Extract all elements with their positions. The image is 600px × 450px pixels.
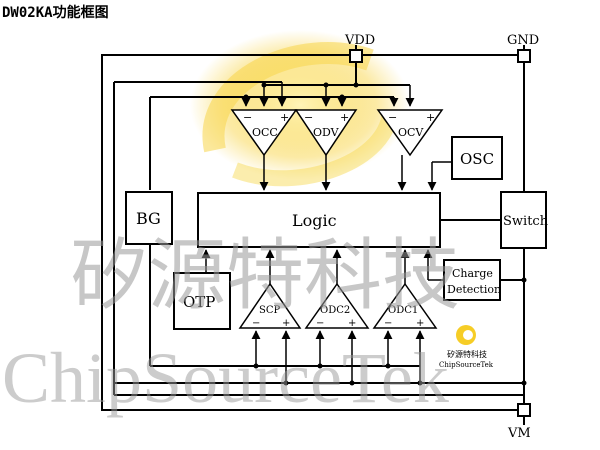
bg-block [125, 191, 173, 245]
osc-block [451, 136, 503, 180]
odv-comparator [294, 109, 358, 157]
gnd-label: GND [507, 33, 539, 48]
odv-minus: − [304, 111, 313, 124]
charge-label: Charge [452, 267, 493, 280]
odc2-label: ODC2 [320, 305, 350, 316]
otp-block [173, 272, 231, 330]
logo-watermark-glow [190, 30, 410, 187]
watermark-en: ChipSourceTek [2, 338, 449, 418]
odc1-comparator [372, 282, 438, 329]
detection-label: Detection [447, 283, 501, 296]
occ-label: OCC [252, 126, 278, 139]
ocv-comparator [376, 109, 444, 157]
odc1-label: ODC1 [388, 305, 418, 316]
scp-plus: + [282, 318, 290, 329]
diagram-title: DW02KA功能框图 [2, 5, 109, 21]
ocv-plus: + [426, 111, 435, 124]
odc2-minus: − [316, 318, 324, 329]
logic-label: Logic [292, 211, 337, 230]
scp-comparator [238, 282, 302, 329]
odc2-comparator [304, 282, 370, 329]
vdd-pin [349, 49, 363, 63]
occ-plus: + [280, 111, 289, 124]
osc-label: OSC [460, 150, 494, 168]
otp-label: OTP [183, 293, 215, 311]
switch-label: Switch [503, 214, 549, 229]
logo-text-cn: 矽源特科技 [447, 349, 487, 359]
logo-text-en: ChipSourceTek [439, 361, 494, 369]
odc1-plus: + [416, 318, 424, 329]
scp-label: SCP [259, 305, 281, 316]
junction-dots [243, 82, 527, 386]
chipsourcetek-logo [456, 325, 476, 345]
scp-minus: − [252, 318, 260, 329]
switch-block [500, 191, 547, 249]
vdd-label: VDD [344, 33, 375, 48]
charge-detection-block [443, 259, 501, 301]
occ-comparator [230, 109, 298, 157]
ocv-label: OCV [398, 126, 424, 139]
odc2-plus: + [348, 318, 356, 329]
gnd-pin [517, 49, 531, 63]
odv-plus: + [340, 111, 349, 124]
bg-label: BG [136, 209, 161, 228]
occ-minus: − [243, 111, 252, 124]
watermark-cn: 矽源特科技 [70, 231, 460, 321]
vm-pin [517, 403, 531, 417]
ocv-minus: − [388, 111, 397, 124]
odc1-minus: − [384, 318, 392, 329]
logic-block [197, 192, 441, 248]
vm-label: VM [507, 426, 531, 441]
odv-label: ODV [313, 126, 340, 139]
